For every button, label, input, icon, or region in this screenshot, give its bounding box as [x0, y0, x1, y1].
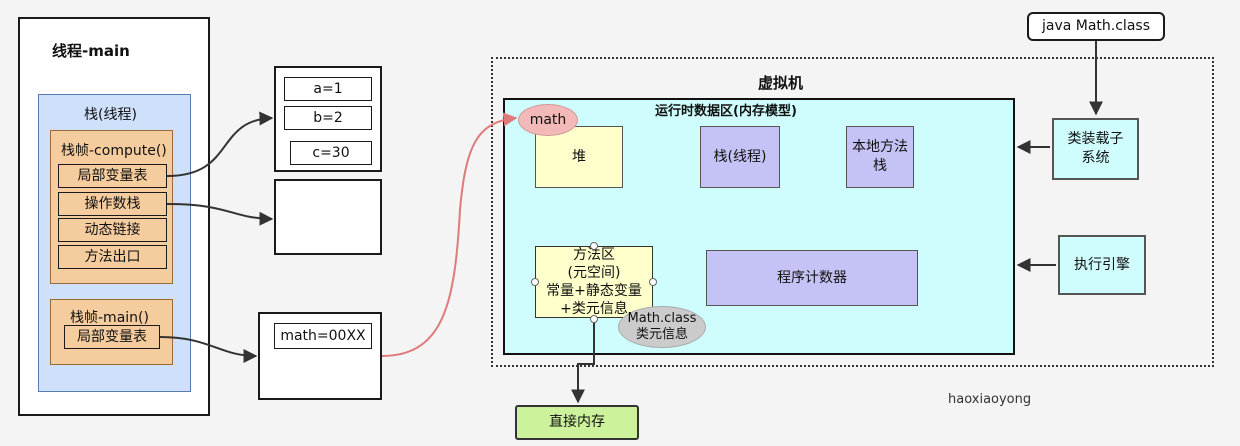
thread-stack-title: 栈(线程): [84, 107, 137, 123]
compute-operand-stack: 操作数栈: [58, 192, 167, 216]
compute-dynamic-link: 动态链接: [58, 218, 167, 242]
class-meta-ellipse: Math.class 类元信息: [618, 306, 706, 348]
class-meta-line2: 类元信息: [635, 327, 688, 342]
direct-memory-box: 直接内存: [515, 405, 639, 440]
thread-main-title: 线程-main: [52, 42, 130, 60]
class-file-box: java Math.class: [1027, 12, 1165, 41]
class-loader-line1: 类装载子: [1067, 131, 1124, 148]
main-local-var-table: 局部变量表: [64, 325, 160, 349]
local-var-b: b=2: [284, 106, 372, 130]
program-counter-box: 程序计数器: [706, 250, 918, 306]
runtime-data-area-title: 运行时数据区(内存模型): [655, 104, 797, 119]
vm-stack-box: 栈(线程): [700, 126, 780, 188]
math-ref: math=00XX: [274, 323, 372, 349]
compute-local-var-table: 局部变量表: [58, 164, 167, 188]
local-var-a: a=1: [284, 77, 372, 101]
method-area-line1: 方法区: [573, 246, 615, 263]
class-meta-line1: Math.class: [627, 310, 697, 326]
native-method-stack-line1: 本地方法: [852, 139, 908, 156]
jvm-title: 虚拟机: [758, 74, 804, 92]
operand-stack-box: [274, 179, 382, 255]
class-loader-box: 类装载子 系统: [1052, 118, 1139, 180]
method-area-box: 方法区 (元空间) 常量+静态变量 +类元信息: [535, 246, 653, 318]
heap-box: 堆: [535, 126, 623, 188]
frame-compute-title: 栈帧-compute(): [61, 143, 167, 159]
execution-engine-box: 执行引擎: [1058, 235, 1146, 295]
native-method-stack-line2: 栈: [873, 158, 887, 174]
watermark: haoxiaoyong: [948, 392, 1032, 407]
method-area-line2: (元空间): [567, 264, 621, 281]
frame-main-title: 栈帧-main(): [70, 310, 149, 326]
class-loader-line2: 系统: [1081, 150, 1110, 166]
math-object-ellipse: math: [518, 104, 578, 136]
native-method-stack-box: 本地方法 栈: [846, 126, 914, 188]
method-area-line4: +类元信息: [560, 301, 628, 318]
compute-method-exit: 方法出口: [58, 245, 167, 269]
method-area-line3: 常量+静态变量: [546, 283, 642, 299]
local-var-c: c=30: [290, 141, 372, 165]
